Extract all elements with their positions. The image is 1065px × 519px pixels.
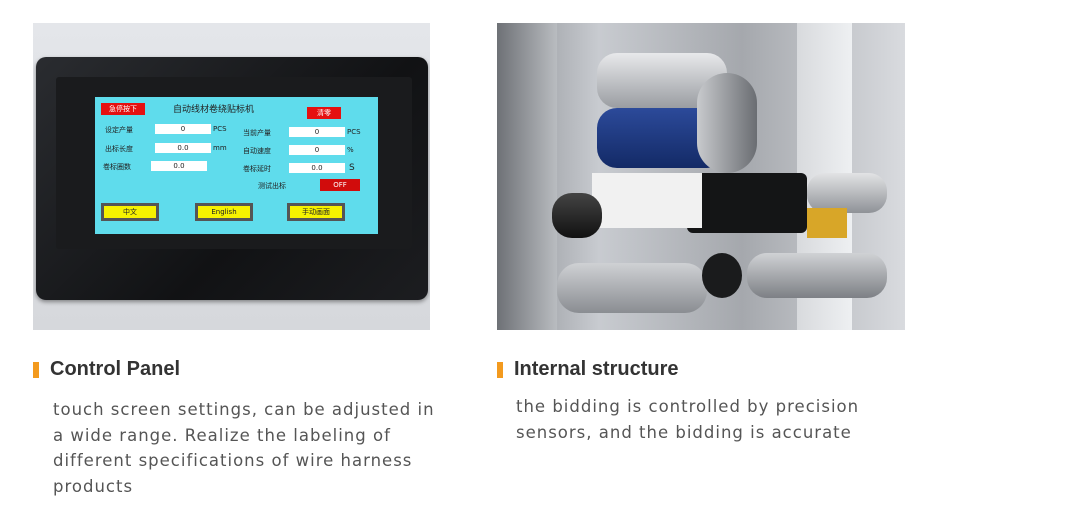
row-value: 0.0 xyxy=(155,143,211,153)
row-unit: PCS xyxy=(347,128,361,136)
row-label: 自动速度 xyxy=(243,147,271,155)
row-label: 设定产量 xyxy=(105,126,133,134)
row-value: 0 xyxy=(155,124,211,134)
row-value: 0 xyxy=(289,127,345,137)
accent-bar xyxy=(33,362,39,378)
internal-structure-heading: Internal structure xyxy=(514,358,679,380)
row-unit: PCS xyxy=(213,125,227,133)
row-label: 出标长度 xyxy=(105,145,133,153)
row-unit: S xyxy=(349,163,355,173)
manual-screen-button: 手动画面 xyxy=(287,203,345,221)
row-unit: mm xyxy=(213,144,227,152)
row-label: 卷标延时 xyxy=(243,165,271,173)
row-label: 卷标圈数 xyxy=(103,163,131,171)
row-label: 当前产量 xyxy=(243,129,271,137)
row-unit: % xyxy=(347,146,354,154)
control-panel-photo: 急停按下 自动线材卷绕贴标机 清零 设定产量 0 PCS 出标长度 0.0 mm… xyxy=(33,23,430,330)
internal-structure-photo xyxy=(497,23,905,330)
chinese-button: 中文 xyxy=(101,203,159,221)
emergency-stop-indicator: 急停按下 xyxy=(101,103,145,115)
english-button: English xyxy=(195,203,253,221)
panel-title: 自动线材卷绕贴标机 xyxy=(173,105,255,115)
accent-bar xyxy=(497,362,503,378)
control-panel-description: touch screen settings, can be adjusted i… xyxy=(53,400,435,496)
test-label: 测试出标 xyxy=(258,182,286,190)
control-panel-heading: Control Panel xyxy=(50,358,181,380)
touchscreen-bezel: 急停按下 自动线材卷绕贴标机 清零 设定产量 0 PCS 出标长度 0.0 mm… xyxy=(36,57,428,300)
row-value: 0.0 xyxy=(289,163,345,173)
touchscreen: 急停按下 自动线材卷绕贴标机 清零 设定产量 0 PCS 出标长度 0.0 mm… xyxy=(95,97,378,234)
internal-structure-description: the bidding is controlled by precision s… xyxy=(516,397,860,442)
row-value: 0 xyxy=(289,145,345,155)
test-toggle: OFF xyxy=(320,179,360,191)
row-value: 0.0 xyxy=(151,161,207,171)
clear-button: 清零 xyxy=(307,107,341,119)
